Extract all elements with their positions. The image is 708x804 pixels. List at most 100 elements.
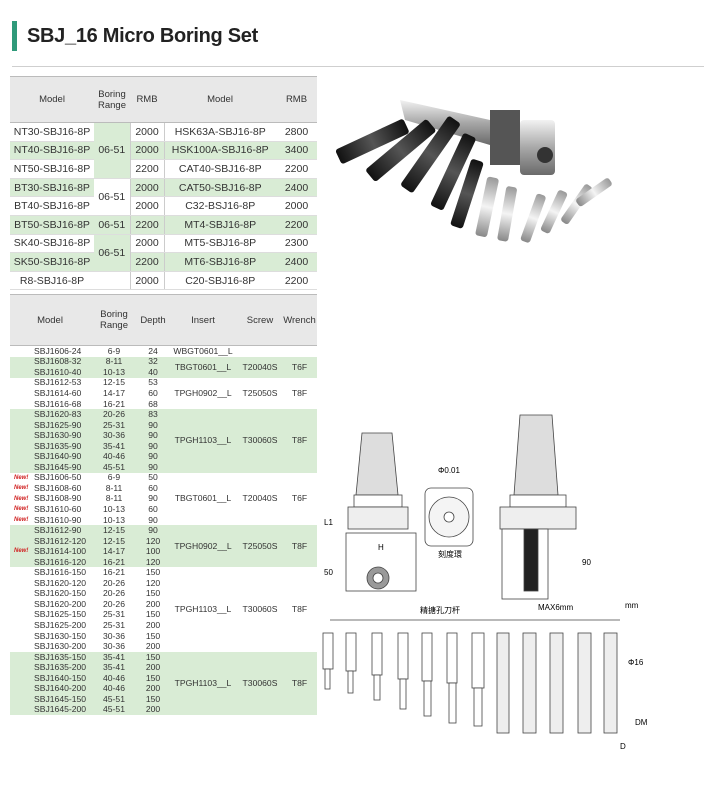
label-mm: mm [625,601,639,610]
dim-phi16: Φ16 [628,658,644,667]
price-cell-2: 2400 [276,252,317,272]
model-text: SBJ1630-90 [34,430,82,441]
range-cell: 40-46 [90,683,138,695]
range-cell: 30-36 [103,630,125,641]
boring-bar-table-header: Model Boring Range Depth Insert Screw Wr… [10,294,317,346]
dim-d: D [620,742,626,751]
range-cell: 30-36 [103,641,125,652]
model-cell: SBJ1645-90 [10,462,90,473]
depth-cell: 60 [148,503,158,514]
col-rmb: RMB [130,76,164,123]
model-text: SBJ1612-53 [34,377,82,388]
model-text: SBJ1620-150 [34,588,87,599]
model-cell: New!SBJ1608-90 [10,494,90,505]
price-cell-2: 2200 [276,159,317,179]
model-cell: SBJ1625-150 [10,610,90,621]
new-badge: New! [14,506,29,513]
model-cell: SBJ1612-53 [10,378,90,389]
model-cell: BT50-SBJ16-8P [10,215,94,235]
boring-bar-series-drawing [322,619,620,734]
col-screw: Screw [238,294,282,346]
model-cell: SBJ1606-24 [10,346,90,357]
new-badge: New! [14,495,29,502]
model-cell: SK50-SBJ16-8P [10,252,94,272]
model-text: SBJ1610-60 [34,503,82,514]
depth-cell: 32 [138,356,168,368]
title-accent [12,21,17,51]
model-text: SBJ1614-60 [34,387,82,398]
depth-cell: 60 [148,482,158,493]
model-text: SBJ1606-24 [34,345,82,356]
range-cell: 8-11 [105,482,123,493]
range-cell: 45-51 [90,694,138,705]
model-cell-2: C32-BSJ16-8P [164,196,276,216]
model-cell-2: CAT40-SBJ16-8P [164,159,276,179]
new-badge: New! [14,548,29,555]
boring-range-cell: 06-51 [94,122,131,179]
depth-cell: 200 [138,704,168,716]
model-cell: SBJ1608-32 [10,356,90,368]
model-text: SBJ1620-83 [34,409,82,420]
range-cell: 8-11 [90,356,138,368]
screw-cell: T25050S [242,387,278,398]
model-cell: SBJ1635-150 [10,651,90,663]
wrench-cell: T6F [282,356,317,378]
model-cell: SBJ1645-150 [10,694,90,705]
boring-bar-table: Model Boring Range Depth Insert Screw Wr… [10,294,317,716]
model-cell: SBJ1635-90 [10,440,90,452]
price-cell: 2000 [130,271,165,291]
model-text: SBJ1640-90 [34,451,82,462]
depth-cell: 50 [148,472,158,483]
range-cell: 16-21 [90,556,138,568]
range-cell: 35-41 [90,440,138,452]
depth-cell: 120 [145,577,161,588]
depth-cell: 150 [145,567,161,578]
model-text: SBJ1625-200 [34,619,87,630]
depth-cell: 100 [138,546,168,557]
insert-cell: TPGH1103__L [168,651,238,716]
range-cell: 30-36 [90,430,138,441]
model-cell: New! SBJ1610-60 [10,504,90,515]
depth-cell: 83 [138,409,168,420]
model-text: SBJ1612-120 [34,535,87,546]
dim-90: 90 [582,558,591,567]
price-cell: 2000 [130,196,165,216]
range-cell: 20-26 [103,598,125,609]
depth-cell: 200 [145,641,161,652]
model-cell: New!SBJ1608-60 [10,483,90,494]
model-text: SBJ1630-150 [34,630,87,641]
model-text: SBJ1645-200 [34,704,87,715]
range-cell: 40-46 [90,672,138,684]
depth-cell: 200 [138,662,168,673]
model-cell: SBJ1630-150 [10,631,90,642]
screw-cell: T30060S [242,604,278,615]
depth-cell: 90 [138,419,168,431]
depth-cell: 200 [145,598,161,609]
model-cell: SBJ1620-120 [10,578,90,589]
model-text: SBJ1616-68 [34,398,82,409]
screw-cell [238,346,282,357]
price-cell: 2200 [130,159,165,179]
wrench-cell: T8F [282,409,317,473]
depth-cell: 40 [138,367,168,378]
model-cell: SBJ1640-150 [10,672,90,684]
new-badge: New! [14,516,29,523]
model-cell: SBJ1616-150 [10,567,90,578]
label-fine-bar: 精搪孔刀杆 [420,605,460,615]
model-text: SBJ1635-150 [34,651,87,662]
model-cell: BT30-SBJ16-8P [10,178,94,198]
depth-cell: 150 [138,651,168,663]
depth-cell: 68 [148,398,158,409]
col-model: Model [10,76,94,123]
range-cell: 12-15 [90,525,138,536]
model-cell: SBJ1620-83 [10,409,90,420]
